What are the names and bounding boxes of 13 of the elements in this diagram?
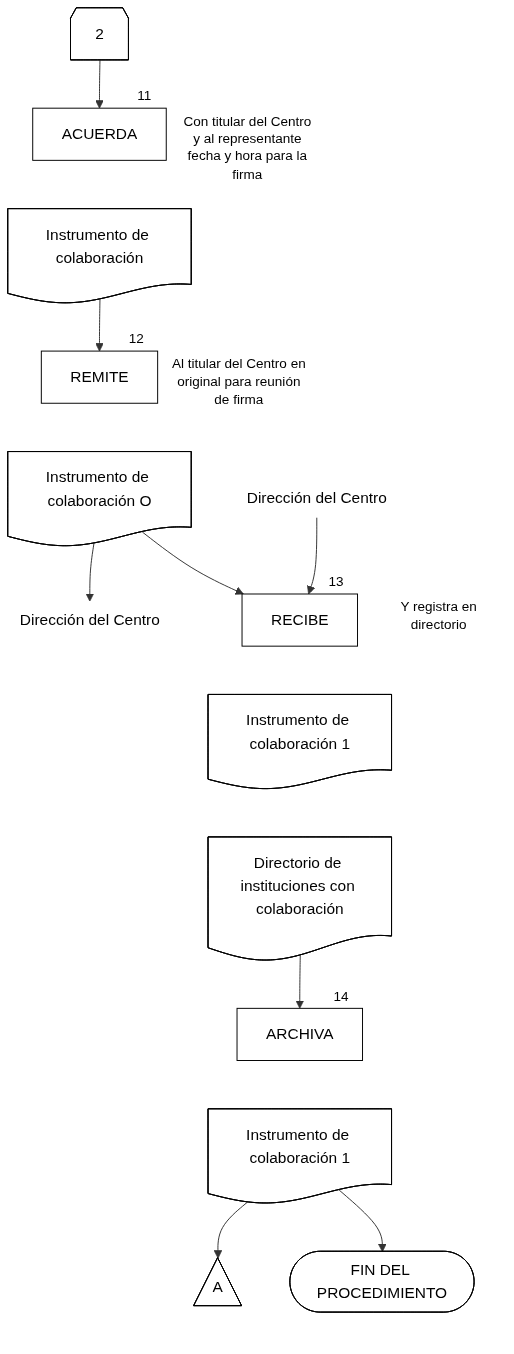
step-number: 13: [328, 572, 345, 591]
note-text: Con titular del Centro y al representante fecha y hora para la firma: [182, 112, 313, 183]
note-text: Al titular del Centro en original para reunión de firma: [171, 354, 307, 408]
step-number: 11: [137, 86, 153, 105]
node-text: Dirección del Centro: [19, 611, 160, 628]
node-box: ACUERDA: [32, 107, 167, 161]
node-box: ARCHIVA: [236, 1007, 363, 1061]
node-box: RECIBE: [241, 593, 358, 647]
note-text: Y registra en directorio: [399, 597, 478, 633]
node-box: REMITE: [40, 350, 159, 404]
step-number: 12: [128, 329, 145, 348]
node-text: Dirección del Centro: [246, 489, 387, 507]
step-number: 14: [333, 987, 350, 1005]
